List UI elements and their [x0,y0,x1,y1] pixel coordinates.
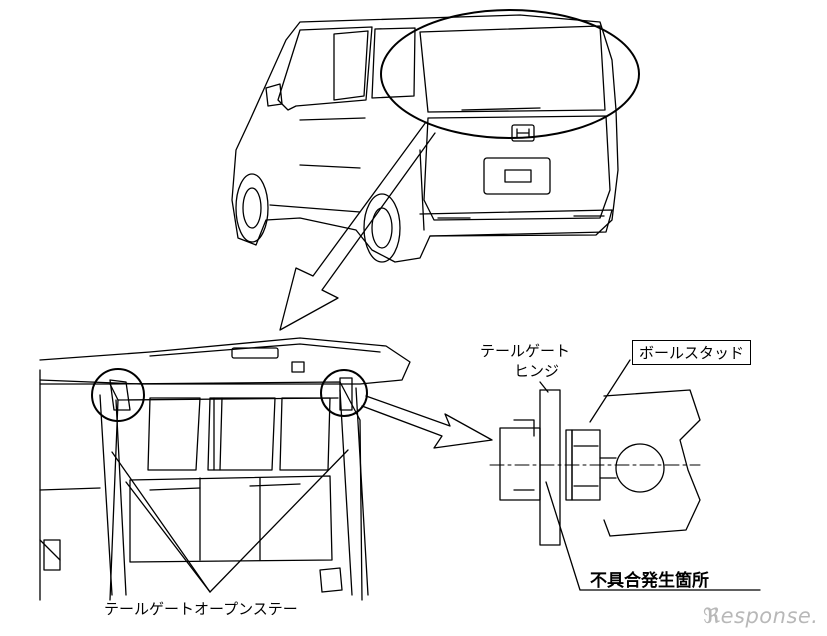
hinge-detail-section [489,359,761,591]
ball-stud-label: ボールスタッド [632,340,752,365]
detail-arrow-right [361,395,493,449]
tailgate-hinge-label-line1: テールゲート [480,342,571,360]
watermark-text: esponse. [720,604,819,628]
tailgate-open-stay-label: テールゲートオープンステー [104,600,298,618]
open-tailgate-view [39,337,411,601]
response-watermark: ℜesponse. [703,604,818,628]
detail-arrow-top [279,121,436,331]
tailgate-hinge-label-line2: ヒンジ [514,362,560,380]
defect-location-label: 不具合発生箇所 [590,571,709,591]
response-r-logo-icon: ℜ [703,604,721,628]
vehicle-rear-view [231,9,640,263]
